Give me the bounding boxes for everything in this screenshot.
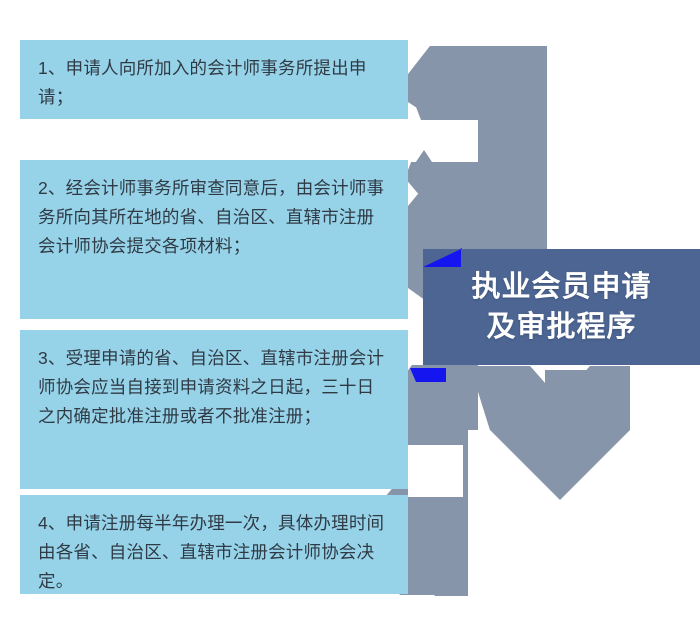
chevron-2-icon-re: [390, 194, 500, 285]
notch-1: [408, 120, 478, 162]
notch-3: [408, 445, 463, 497]
step-3-text: 3、受理申请的省、自治区、直辖市注册会计师协会应当自接到申请资料之日起，三十日之…: [38, 348, 385, 426]
step-1-text: 1、申请人向所加入的会计师事务所提出申请；: [38, 58, 367, 107]
step-box-4[interactable]: 4、申请注册每半年办理一次，具体办理时间由各省、自治区、直辖市注册会计师协会决定…: [20, 495, 408, 594]
chevron-4-icon-re2: [412, 497, 468, 596]
step-2-text: 2、经会计师事务所审查同意后，由会计师事务所向其所在地的省、自治区、直辖市注册会…: [38, 178, 385, 256]
notch-8: [0, 0, 700, 40]
title-accent-triangle-icon: [423, 249, 461, 267]
step-4-text: 4、申请注册每半年办理一次，具体办理时间由各省、自治区、直辖市注册会计师协会决定…: [38, 513, 385, 591]
step-box-1[interactable]: 1、申请人向所加入的会计师事务所提出申请；: [20, 40, 408, 119]
diagram-title: 执业会员申请 及审批程序: [471, 271, 652, 343]
notch-6: [548, 46, 700, 251]
notch-7: [408, 596, 700, 644]
step-box-2[interactable]: 2、经会计师事务所审查同意后，由会计师事务所向其所在地的省、自治区、直辖市注册会…: [20, 160, 408, 319]
accent-triangle-mid-icon: [410, 368, 446, 382]
chevron-right-wedge-re: [470, 366, 630, 500]
step-box-3[interactable]: 3、受理申请的省、自治区、直辖市注册会计师协会应当自接到申请资料之日起，三十日之…: [20, 330, 408, 489]
chevron-3-shaft-re: [420, 365, 468, 445]
chevron-1-icon-top: [405, 46, 547, 118]
title-panel[interactable]: 执业会员申请 及审批程序: [423, 249, 700, 365]
